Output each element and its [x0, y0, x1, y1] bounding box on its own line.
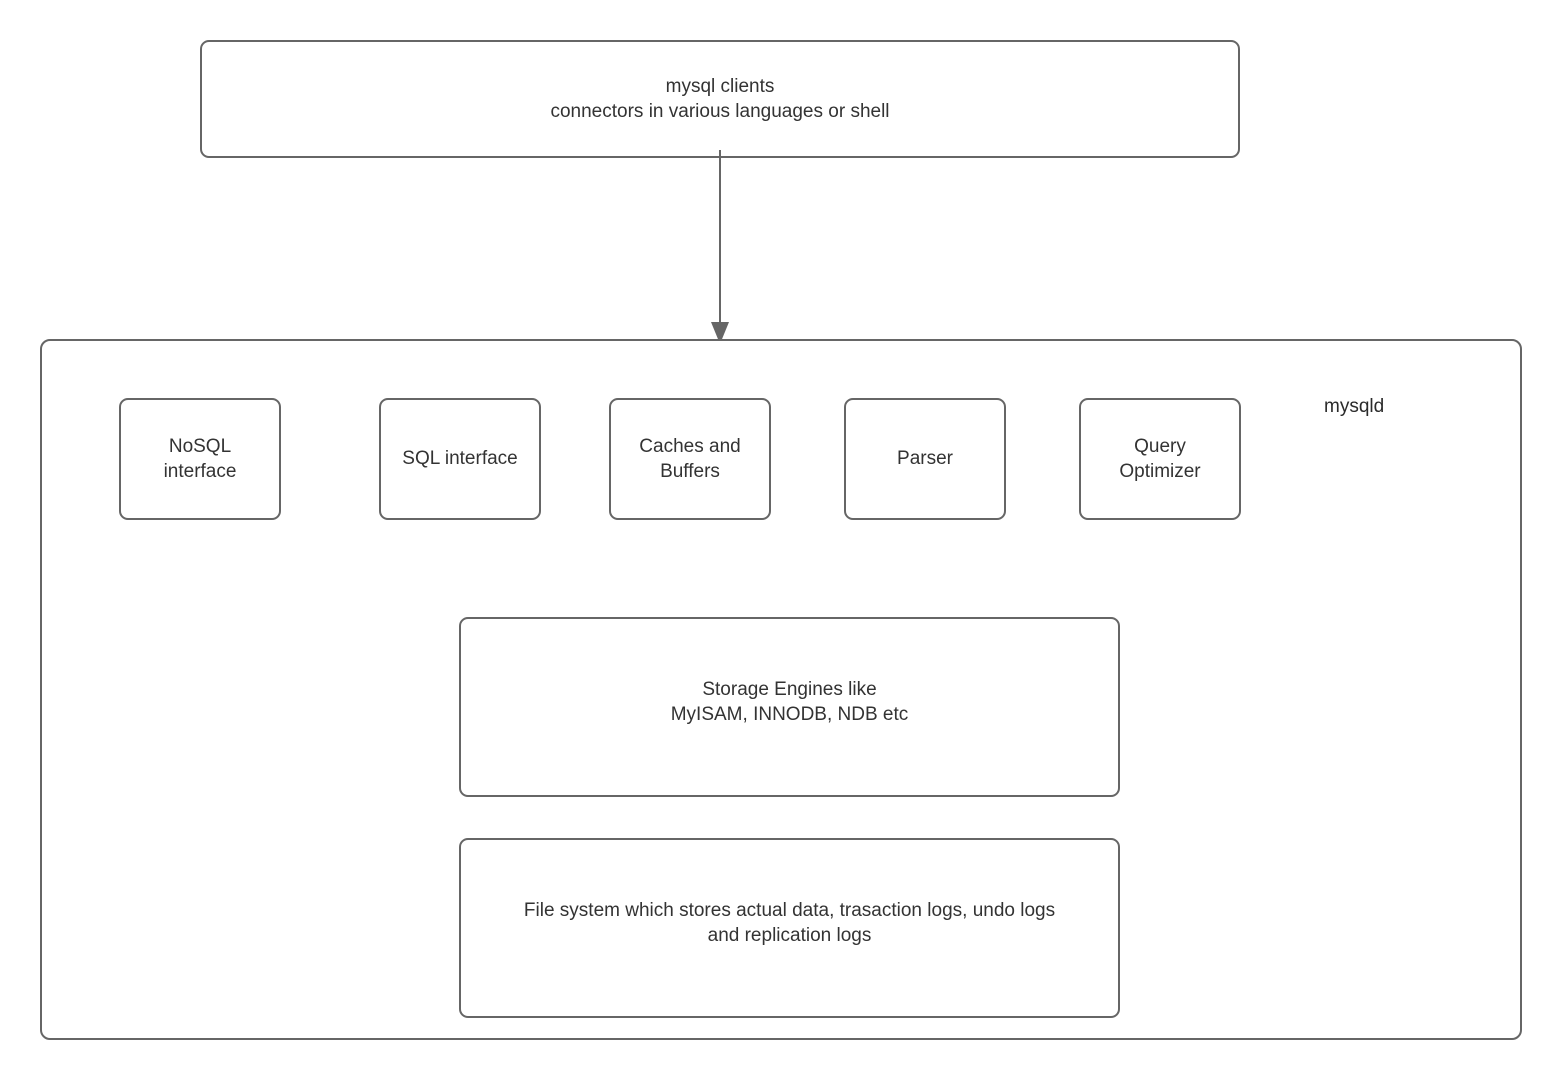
parser-box[interactable]: Parser	[844, 398, 1006, 520]
sql-interface-box[interactable]: SQL interface	[379, 398, 541, 520]
caches-and-buffers-box[interactable]: Caches and Buffers	[609, 398, 771, 520]
file-system-box[interactable]: File system which stores actual data, tr…	[459, 838, 1120, 1018]
clients-to-mysqld-arrow	[711, 150, 729, 344]
storage-engines-box[interactable]: Storage Engines like MyISAM, INNODB, NDB…	[459, 617, 1120, 797]
query-optimizer-box[interactable]: Query Optimizer	[1079, 398, 1241, 520]
mysql-clients-box[interactable]: mysql clients connectors in various lang…	[200, 40, 1240, 158]
mysqld-label: mysqld	[1324, 396, 1385, 417]
nosql-interface-box[interactable]: NoSQL interface	[119, 398, 281, 520]
